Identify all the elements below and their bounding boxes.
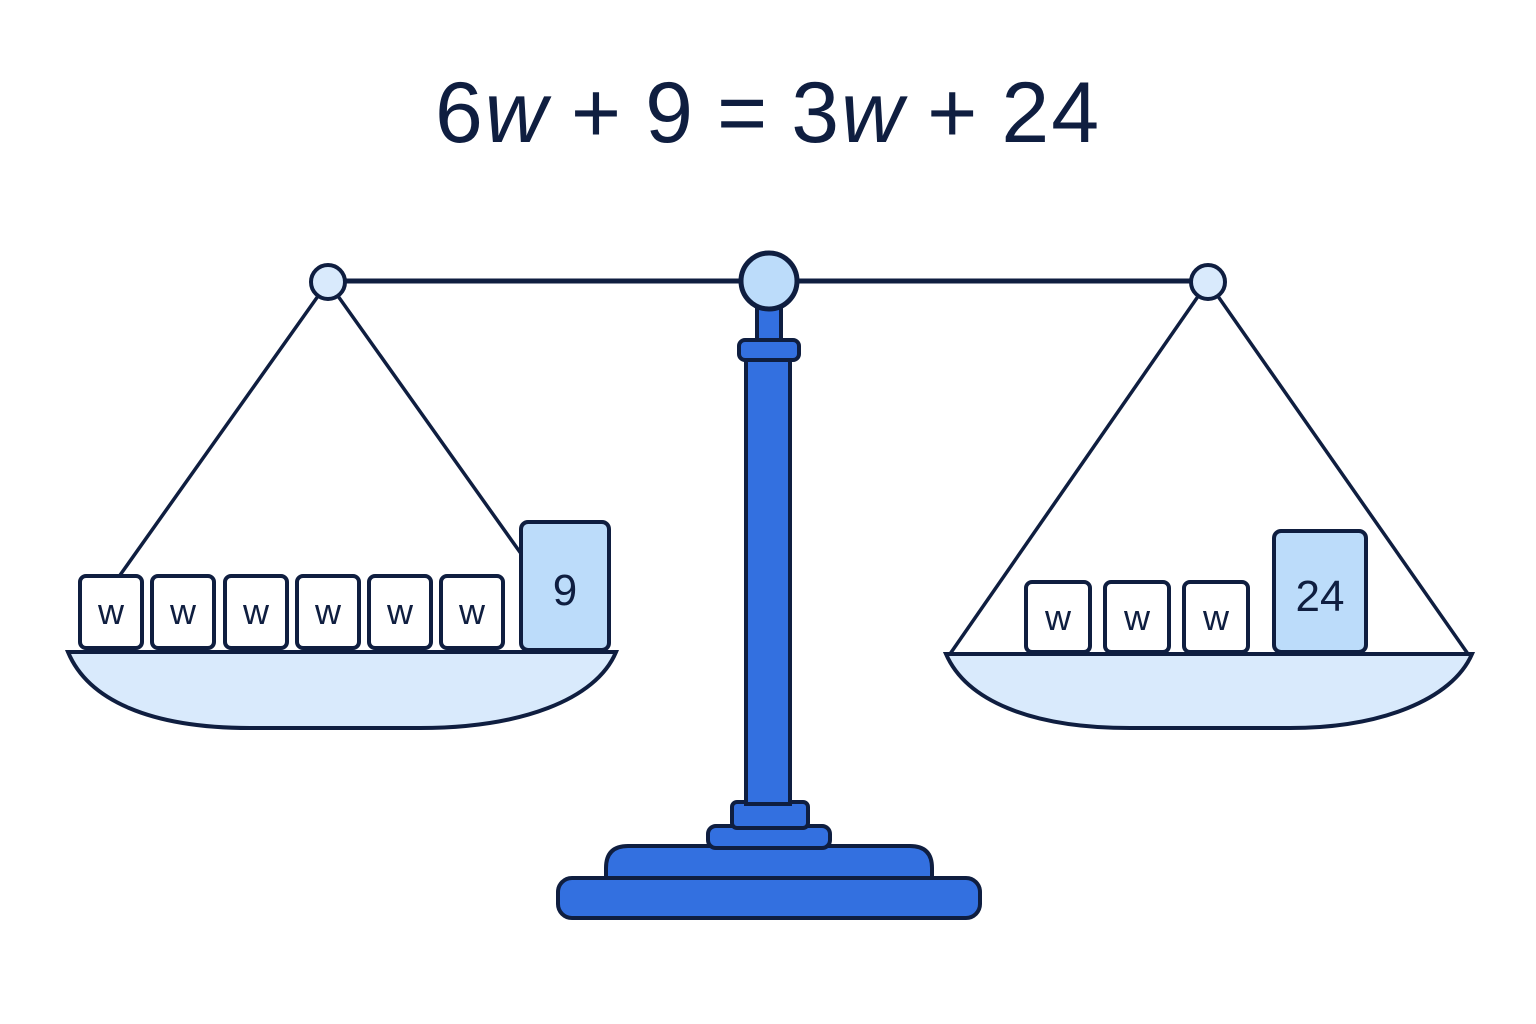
right-pan [942, 652, 1476, 730]
left-string-outer [116, 280, 330, 580]
right-constant-label: 24 [1296, 572, 1345, 621]
left-w-block: w [78, 574, 144, 650]
right-w-block: w [1024, 580, 1092, 654]
stand-column [744, 354, 792, 806]
left-constant: 9 [645, 65, 695, 161]
stand-neck [755, 304, 783, 346]
equals-sign: = [716, 65, 770, 161]
left-w-block: w [223, 574, 289, 650]
left-w-block: w [150, 574, 216, 650]
right-variable: w [841, 65, 906, 161]
w-block-label: w [1044, 597, 1072, 638]
left-constant-block: 9 [519, 520, 611, 652]
left-coefficient: 6 [434, 65, 485, 161]
right-variable-blocks: w w w [1024, 580, 1250, 654]
right-constant: 24 [1001, 65, 1102, 161]
left-variable: w [484, 65, 549, 161]
center-pivot [738, 250, 800, 312]
right-coefficient: 3 [791, 65, 842, 161]
left-pivot [309, 263, 347, 301]
stand-collar-top [737, 338, 801, 362]
left-plus-sign: + [570, 65, 624, 161]
w-block-label: w [386, 591, 414, 632]
right-pivot [1189, 263, 1227, 301]
left-w-block: w [439, 574, 505, 650]
right-constant-block: 24 [1272, 529, 1368, 654]
left-constant-label: 9 [553, 566, 577, 615]
left-w-block: w [295, 574, 361, 650]
w-block-label: w [314, 591, 342, 632]
right-plus-sign: + [927, 65, 980, 161]
w-block-label: w [458, 591, 486, 632]
right-string-outer [948, 281, 1210, 655]
stand-base-plate [556, 876, 982, 920]
right-string-inner [1206, 280, 1470, 656]
w-block-label: w [1123, 597, 1151, 638]
equation-title: 6w+9=3w+24 [0, 58, 1536, 168]
right-w-block: w [1182, 580, 1250, 654]
w-block-label: w [242, 591, 270, 632]
left-variable-blocks: w w w w w w [78, 574, 505, 650]
right-w-block: w [1103, 580, 1171, 654]
w-block-label: w [169, 591, 197, 632]
left-pan [64, 650, 620, 730]
left-string-inner [326, 280, 524, 557]
stand-base-step [604, 844, 934, 880]
left-w-block: w [367, 574, 433, 650]
w-block-label: w [1202, 597, 1230, 638]
w-block-label: w [97, 591, 125, 632]
